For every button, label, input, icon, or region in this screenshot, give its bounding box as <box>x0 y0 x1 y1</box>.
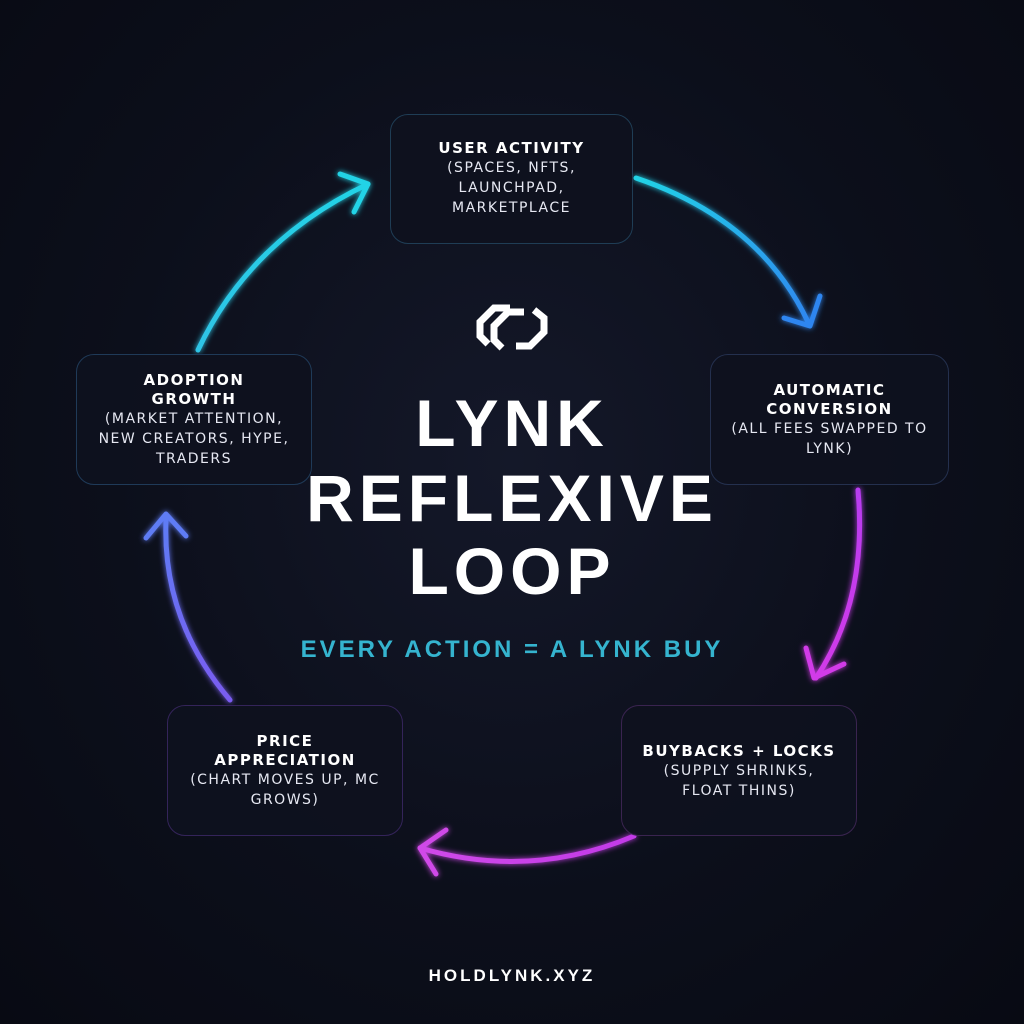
node-price-appreciation: PRICE APPRECIATION (CHART MOVES UP, MC G… <box>167 705 403 836</box>
node-title: USER ACTIVITY <box>438 139 585 157</box>
node-subtitle-line: LAUNCHPAD, <box>458 180 565 196</box>
node-title: BUYBACKS + LOCKS <box>642 742 836 760</box>
node-subtitle-line: LYNK) <box>805 440 854 457</box>
title-line-1: LYNK <box>415 386 609 460</box>
node-subtitle-line: MARKETPLACE <box>452 200 571 216</box>
node-subtitle-line: GROWS) <box>250 792 320 808</box>
node-title: PRICE <box>256 732 314 750</box>
node-subtitle-line: (MARKET ATTENTION, <box>104 411 284 427</box>
node-subtitle-line: (CHART MOVES UP, MC <box>190 772 380 788</box>
node-subtitle-line: TRADERS <box>155 451 233 467</box>
node-subtitle-line: (SUPPLY SHRINKS, <box>663 763 815 779</box>
arrow-price-to-adoption <box>143 511 233 703</box>
arrow-buybacks-to-price <box>417 827 637 877</box>
node-title: CONVERSION <box>766 399 893 418</box>
node-automatic-conversion: AUTOMATIC CONVERSION (ALL FEES SWAPPED T… <box>710 354 949 485</box>
title-line-3: LOOP <box>408 534 616 608</box>
node-buybacks-locks: BUYBACKS + LOCKS (SUPPLY SHRINKS, FLOAT … <box>621 705 857 836</box>
arrow-adoption-to-user <box>195 171 371 353</box>
node-user-activity: USER ACTIVITY (SPACES, NFTS, LAUNCHPAD, … <box>390 114 633 244</box>
node-title: AUTOMATIC <box>773 380 886 399</box>
tagline: EVERY ACTION = A LYNK BUY <box>300 636 724 663</box>
node-subtitle-line: FLOAT THINS) <box>682 783 796 799</box>
lynk-logo-icon <box>476 304 548 351</box>
arrow-conversion-to-buybacks <box>803 487 863 681</box>
node-title: GROWTH <box>151 390 237 408</box>
title-line-2: REFLEXIVE <box>306 461 718 535</box>
arrow-user-to-conversion <box>633 175 823 329</box>
footer-url[interactable]: HOLDLYNK.XYZ <box>428 966 596 985</box>
node-subtitle-line: (ALL FEES SWAPPED TO <box>731 420 928 437</box>
node-subtitle-line: (SPACES, NFTS, <box>447 160 576 176</box>
node-subtitle-line: NEW CREATORS, HYPE, <box>98 431 290 447</box>
node-title: APPRECIATION <box>214 751 356 769</box>
node-adoption-growth: ADOPTION GROWTH (MARKET ATTENTION, NEW C… <box>76 354 312 485</box>
node-title: ADOPTION <box>143 371 245 389</box>
